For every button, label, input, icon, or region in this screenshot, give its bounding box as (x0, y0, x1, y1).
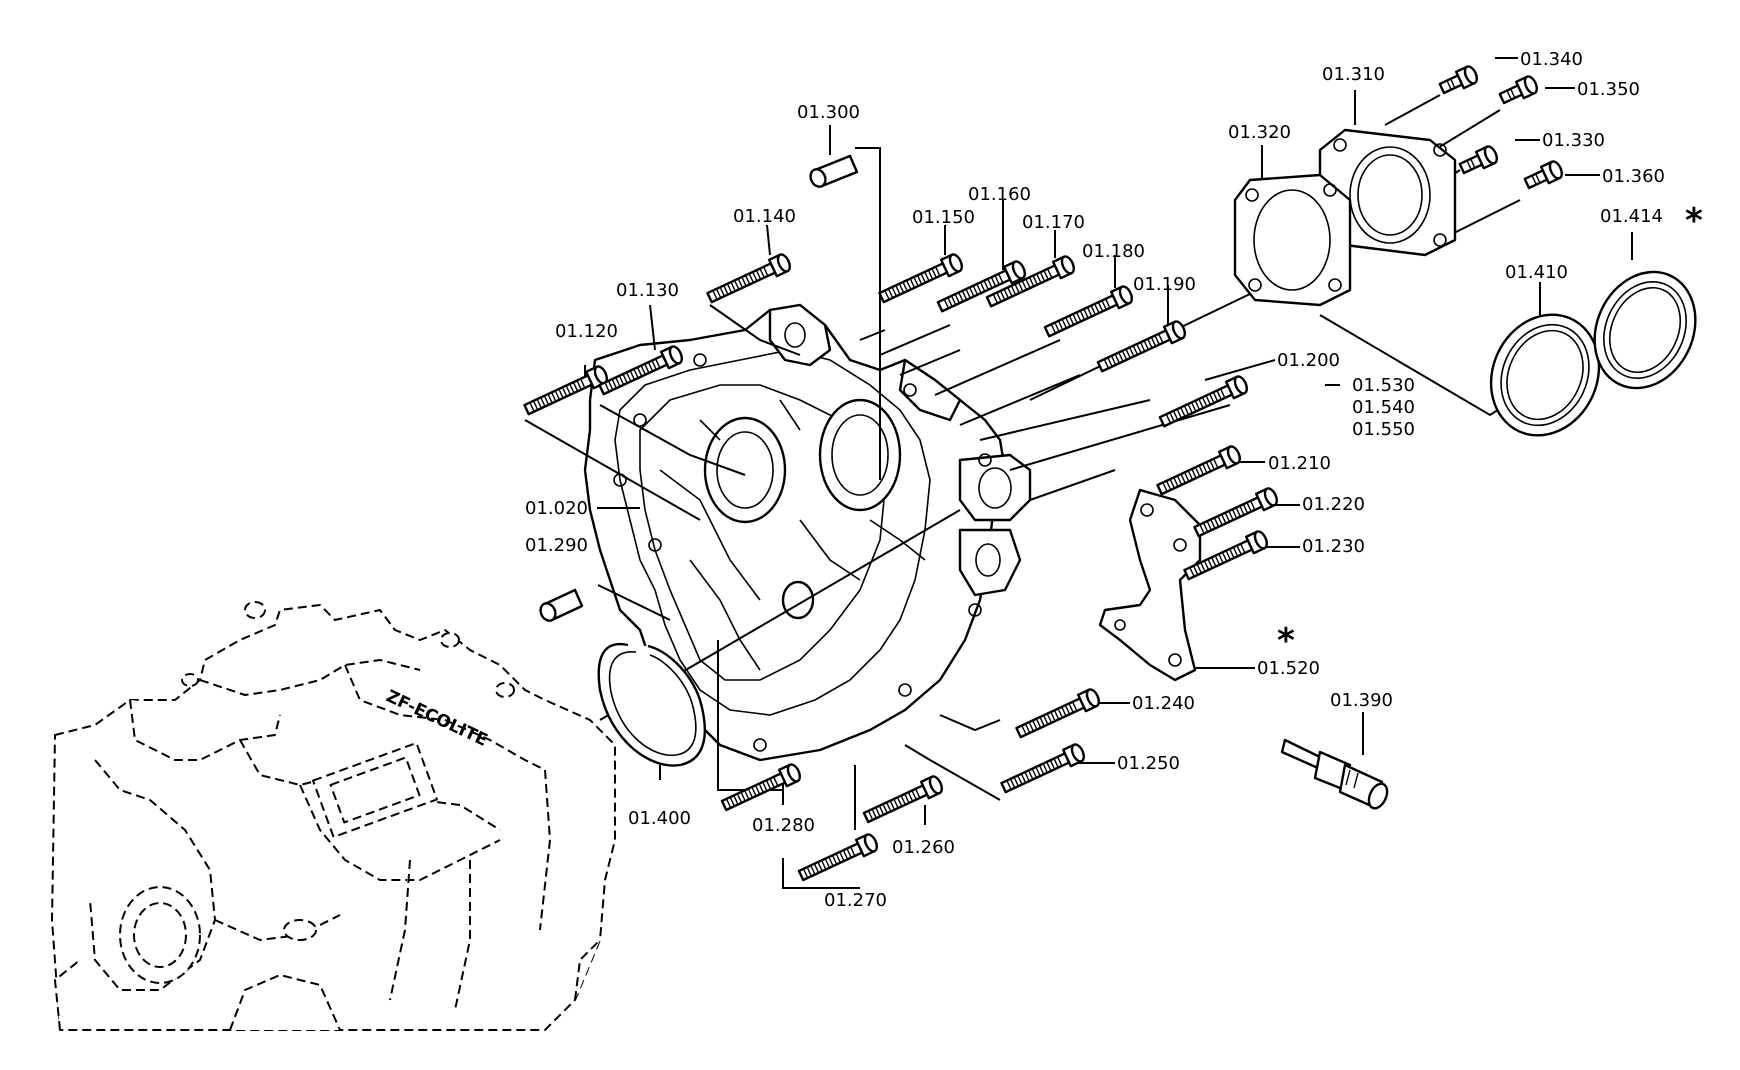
label-01-210: 01.210 (1268, 453, 1331, 474)
bolt-360 (1523, 160, 1563, 190)
label-01-170: 01.170 (1022, 212, 1085, 233)
label-01-360: 01.360 (1602, 166, 1665, 187)
flange-cover (1318, 128, 1457, 257)
bolt-120 (523, 365, 608, 416)
bracket-plate (1098, 488, 1202, 682)
bolt-170 (985, 255, 1075, 308)
label-01-250: 01.250 (1117, 753, 1180, 774)
bolt-140 (706, 253, 791, 304)
callout-labels: 01.020 01.120 01.130 01.140 01.150 01.16… (525, 49, 1703, 911)
label-01-270: 01.270 (824, 890, 887, 911)
label-01-320: 01.320 (1228, 122, 1291, 143)
label-01-340: 01.340 (1520, 49, 1583, 70)
label-01-160: 01.160 (968, 184, 1031, 205)
asterisk-marker-520: * (1277, 621, 1295, 661)
seal-ring-414 (1593, 270, 1697, 390)
bolt-250 (1000, 743, 1085, 794)
label-01-400: 01.400 (628, 808, 691, 829)
label-01-350: 01.350 (1577, 79, 1640, 100)
snap-ring-400 (597, 642, 707, 767)
label-01-020: 01.020 (525, 498, 588, 519)
bolt-270 (797, 833, 878, 882)
label-01-330: 01.330 (1542, 130, 1605, 151)
bolt-160 (936, 260, 1026, 313)
label-01-130: 01.130 (616, 280, 679, 301)
label-01-530: 01.530 (1352, 375, 1415, 396)
bolt-group (523, 65, 1563, 882)
label-01-290: 01.290 (525, 535, 588, 556)
bolt-260 (862, 775, 943, 824)
bolt-150 (878, 253, 963, 304)
seal-ring-410 (1489, 313, 1601, 437)
label-01-220: 01.220 (1302, 494, 1365, 515)
label-01-240: 01.240 (1132, 693, 1195, 714)
bolt-220 (1193, 487, 1278, 538)
label-01-300: 01.300 (797, 102, 860, 123)
label-01-550: 01.550 (1352, 419, 1415, 440)
bolt-230 (1183, 530, 1268, 581)
asterisk-marker-414: * (1685, 201, 1703, 241)
label-01-200: 01.200 (1277, 350, 1340, 371)
bolt-130 (598, 345, 683, 396)
bolt-340 (1438, 65, 1478, 95)
label-01-150: 01.150 (912, 207, 975, 228)
label-01-260: 01.260 (892, 837, 955, 858)
gasket (1233, 173, 1352, 307)
label-01-540: 01.540 (1352, 397, 1415, 418)
label-01-414: 01.414 (1600, 206, 1663, 227)
bolt-330 (1458, 145, 1498, 175)
label-01-230: 01.230 (1302, 536, 1365, 557)
sensor (1280, 738, 1389, 810)
bolt-210 (1156, 445, 1241, 496)
label-01-520: 01.520 (1257, 658, 1320, 679)
transmission-housing-outline (51, 601, 616, 1031)
label-01-140: 01.140 (733, 206, 796, 227)
bolt-240 (1015, 688, 1100, 739)
label-01-310: 01.310 (1322, 64, 1385, 85)
bolt-200 (1158, 375, 1248, 428)
bolt-280 (720, 763, 801, 812)
label-01-410: 01.410 (1505, 262, 1568, 283)
housing-cover (583, 303, 1032, 762)
dowel-pin-290 (539, 588, 584, 622)
label-01-120: 01.120 (555, 321, 618, 342)
dowel-pin-300 (809, 154, 859, 188)
bolt-180 (1043, 285, 1133, 338)
bolt-190 (1096, 320, 1186, 373)
label-01-180: 01.180 (1082, 241, 1145, 262)
label-01-280: 01.280 (752, 815, 815, 836)
label-01-390: 01.390 (1330, 690, 1393, 711)
label-01-190: 01.190 (1133, 274, 1196, 295)
bolt-350 (1498, 75, 1538, 105)
